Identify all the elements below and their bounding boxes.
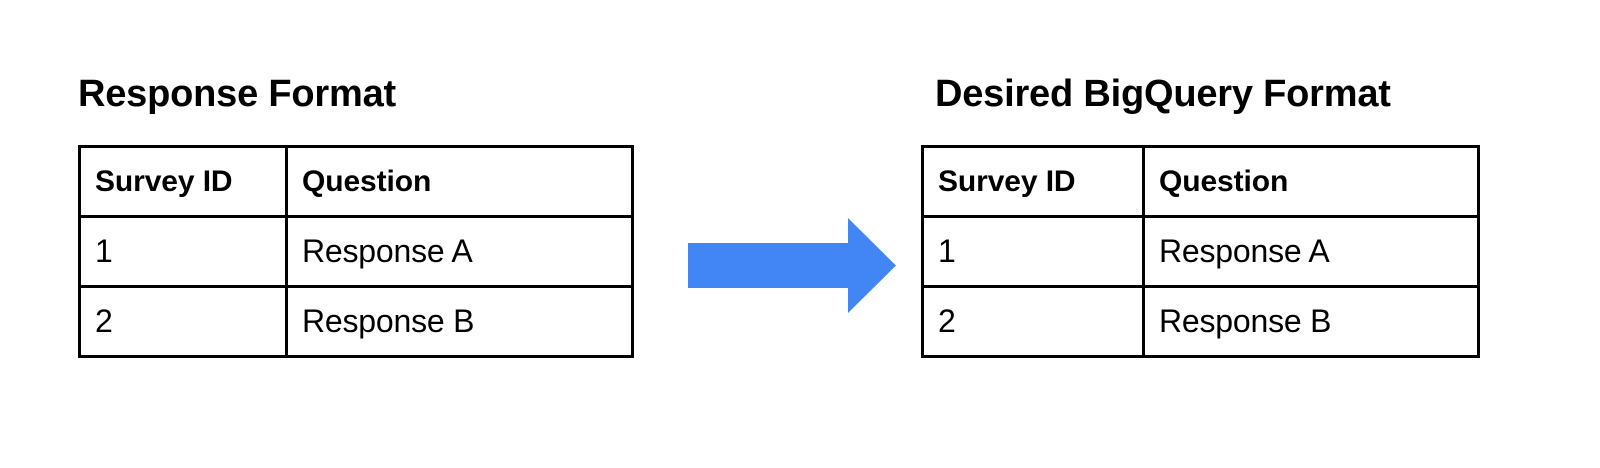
right-arrow-icon (688, 218, 896, 313)
right-arrow-shape (688, 218, 896, 313)
source-format-table: Survey ID Question 1 Response A 2 Respon… (78, 145, 634, 358)
cell-survey-id: 2 (921, 285, 1145, 358)
target-format-panel: Desired BigQuery Format Survey ID Questi… (900, 0, 1600, 468)
table-header-row: Survey ID Question (921, 145, 1480, 218)
table-row: 2 Response B (921, 285, 1480, 358)
cell-question: Response B (285, 285, 634, 358)
target-panel-title: Desired BigQuery Format (935, 73, 1391, 115)
table-row: 1 Response A (78, 215, 634, 288)
column-header-survey-id: Survey ID (78, 145, 288, 218)
cell-question: Response B (1142, 285, 1480, 358)
cell-survey-id: 1 (78, 215, 288, 288)
cell-survey-id: 2 (78, 285, 288, 358)
cell-question: Response A (1142, 215, 1480, 288)
source-format-panel: Response Format Survey ID Question 1 Res… (0, 0, 680, 468)
table-row: 2 Response B (78, 285, 634, 358)
cell-question: Response A (285, 215, 634, 288)
cell-survey-id: 1 (921, 215, 1145, 288)
source-panel-title: Response Format (78, 73, 396, 115)
table-header-row: Survey ID Question (78, 145, 634, 218)
column-header-survey-id: Survey ID (921, 145, 1145, 218)
column-header-question: Question (285, 145, 634, 218)
table-row: 1 Response A (921, 215, 1480, 288)
column-header-question: Question (1142, 145, 1480, 218)
target-format-table: Survey ID Question 1 Response A 2 Respon… (921, 145, 1480, 358)
